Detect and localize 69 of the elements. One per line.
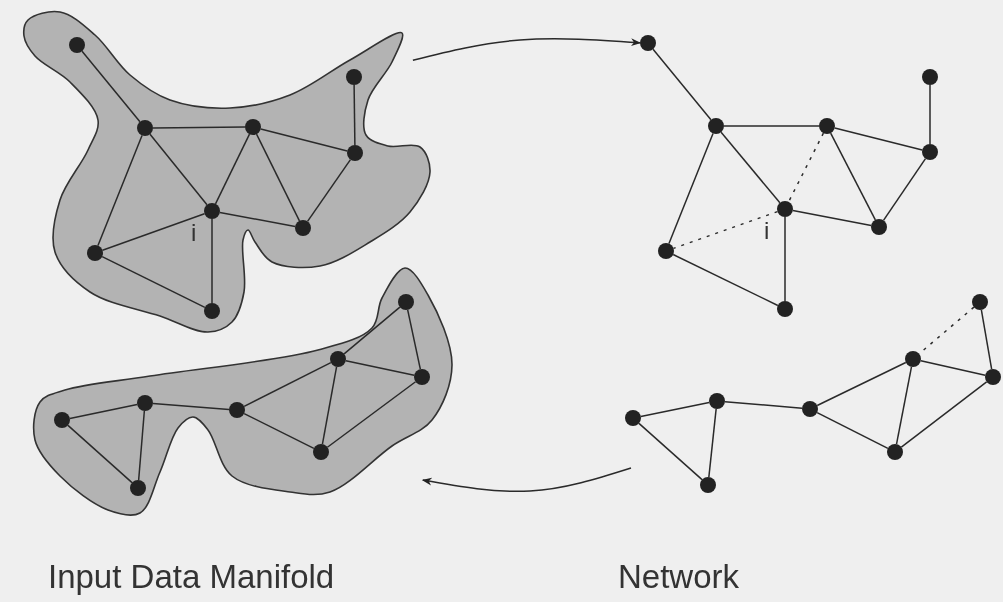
node-dot <box>640 35 656 51</box>
network-link <box>321 366 338 445</box>
network-link <box>724 400 803 410</box>
node-dot <box>887 444 903 460</box>
network-link <box>980 309 993 370</box>
network-link <box>149 133 208 206</box>
network-link <box>920 360 986 376</box>
network-link <box>406 309 422 370</box>
network-link <box>792 209 872 227</box>
network-link <box>672 210 779 250</box>
network-link <box>723 125 820 127</box>
network-link <box>787 132 825 203</box>
network-link <box>211 218 213 304</box>
network-link <box>101 255 206 309</box>
network-link <box>255 133 301 222</box>
network-link <box>834 127 923 151</box>
network-link <box>137 410 146 481</box>
network-link <box>69 403 138 420</box>
curved-arrow <box>421 467 632 493</box>
network-link <box>638 422 703 481</box>
network-link <box>929 84 931 145</box>
node-dot <box>871 219 887 235</box>
node-label: i <box>764 219 770 243</box>
node-dot <box>777 301 793 317</box>
node-dot <box>922 69 938 85</box>
network-link <box>640 401 710 418</box>
network-link <box>900 381 988 448</box>
network-link <box>829 132 877 221</box>
node-dot <box>972 294 988 310</box>
network-link <box>720 131 781 204</box>
network-link <box>708 408 717 478</box>
node-dot <box>658 243 674 259</box>
network-link <box>67 424 133 484</box>
network-link <box>353 84 356 146</box>
node-dot <box>625 410 641 426</box>
network-link <box>784 216 786 302</box>
network-link <box>97 134 143 247</box>
node-dot <box>708 118 724 134</box>
network-link <box>326 381 417 448</box>
node-dot <box>905 351 921 367</box>
network-link <box>260 128 348 152</box>
network-link <box>652 48 712 121</box>
node-dot <box>700 477 716 493</box>
network-link <box>152 402 230 411</box>
network-link <box>81 50 141 123</box>
node-dot <box>802 401 818 417</box>
network-link <box>816 411 889 450</box>
node-dot <box>819 118 835 134</box>
network-link <box>343 306 401 355</box>
panel-caption: Network <box>618 558 740 596</box>
network-link <box>882 157 927 222</box>
network-link <box>219 211 296 228</box>
network-link <box>152 126 246 129</box>
panel-caption: Input Data Manifold <box>48 558 335 596</box>
network-link <box>895 366 913 445</box>
network-link <box>214 133 251 205</box>
curved-arrow <box>412 38 641 61</box>
network-link <box>243 361 332 408</box>
node-label: i <box>191 221 197 245</box>
network-link <box>101 212 206 252</box>
network-link <box>243 412 315 450</box>
network-link <box>345 359 415 377</box>
network-link <box>668 132 714 245</box>
node-dot <box>985 369 1001 385</box>
node-dot <box>922 144 938 160</box>
network-link <box>306 158 352 223</box>
network-link <box>816 361 907 407</box>
node-dot <box>709 393 725 409</box>
network-link <box>672 253 779 307</box>
